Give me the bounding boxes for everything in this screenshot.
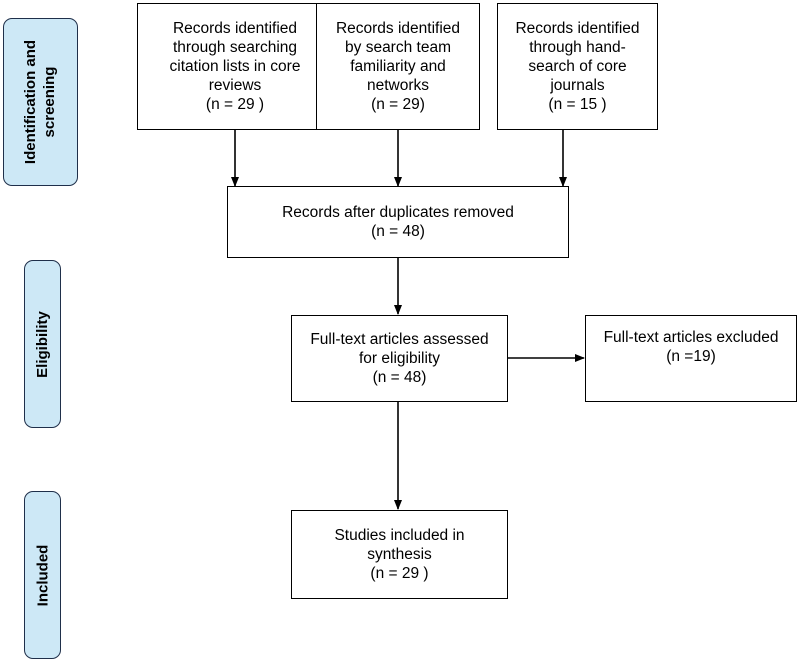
box-records-citation-lists: Records identified through searching cit… — [137, 3, 333, 130]
phase-included: Included — [24, 491, 61, 659]
box-records-after-duplicates: Records after duplicates removed (n = 48… — [227, 186, 569, 258]
box-records-search-team: Records identified by search team famili… — [316, 3, 480, 130]
phase-identification-screening: Identification and screening — [3, 18, 78, 186]
box-records-hand-search: Records identified through hand- search … — [497, 3, 658, 130]
phase-eligibility: Eligibility — [24, 260, 61, 428]
box-full-text-excluded: Full-text articles excluded (n =19) — [585, 315, 797, 402]
box-studies-included: Studies included in synthesis (n = 29 ) — [291, 510, 508, 599]
box-full-text-assessed: Full-text articles assessed for eligibil… — [291, 315, 508, 402]
